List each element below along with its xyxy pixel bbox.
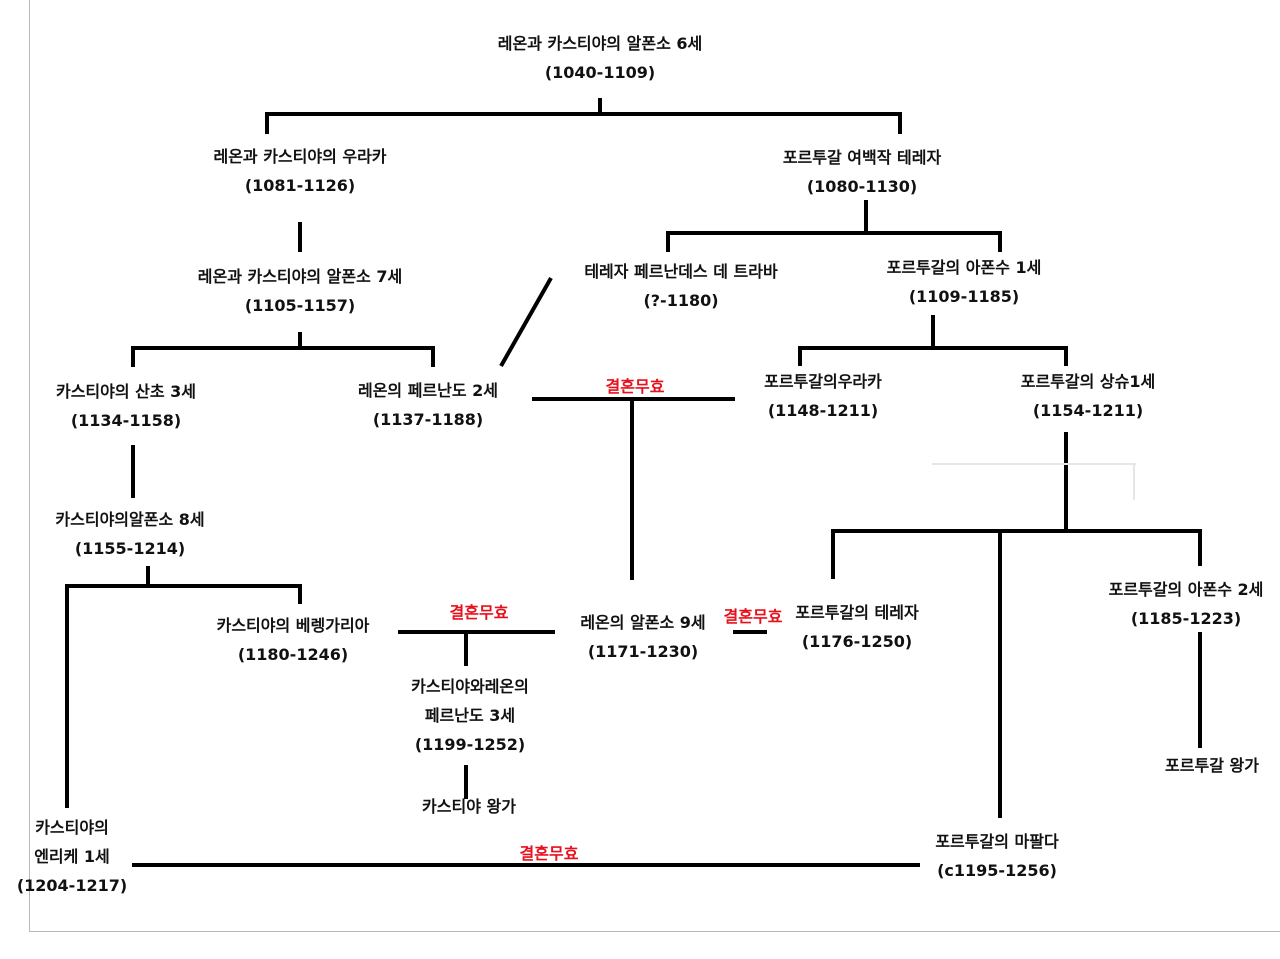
person-name-line-1: 카스티야와레온의 [411, 677, 529, 696]
person-alfonso-vii: 레온과 카스티야의 알폰소 7세 (1105-1157) [198, 262, 402, 320]
person-berenguela: 카스티야의 베렝가리아 (1180-1246) [217, 611, 370, 669]
person-name: 레온과 카스티야의 알폰소 7세 [197, 267, 403, 286]
person-urraca: 레온과 카스티야의 우라카 (1081-1126) [213, 142, 386, 200]
person-name: 포르투갈 여백작 테레자 [782, 148, 942, 167]
person-afonso-i: 포르투갈의 아폰수 1세 (1109-1185) [887, 253, 1042, 311]
person-mafalda: 포르투갈의 마팔다 (c1195-1256) [935, 827, 1058, 885]
person-name: 카스티야의알폰소 8세 [55, 510, 205, 529]
person-name: 레온의 페르난도 2세 [357, 381, 499, 400]
person-name: 포르투갈의 상슈1세 [1020, 372, 1156, 391]
person-years: (1185-1223) [1130, 609, 1242, 628]
person-name-line-2: 엔리케 1세 [34, 847, 110, 866]
person-name: 포르투갈의 테레자 [795, 603, 919, 622]
person-name: 포르투갈의우라카 [764, 372, 882, 391]
person-years: (1180-1246) [237, 645, 349, 664]
person-name: 포르투갈의 아폰수 1세 [886, 258, 1042, 277]
person-years: (1137-1188) [372, 410, 484, 429]
annulment-label: 결혼무효 [723, 607, 783, 626]
frame-bottom-border [29, 931, 1280, 932]
person-years: (?-1180) [643, 291, 719, 310]
person-fernando-ii: 레온의 페르난도 2세 (1137-1188) [358, 376, 498, 434]
person-years: (1155-1214) [74, 539, 186, 558]
person-enrique-i: 카스티야의 엔리케 1세 (1204-1217) [17, 813, 127, 900]
person-name: 테레자 페르난데스 데 트라바 [584, 262, 778, 281]
person-years: (1204-1217) [16, 876, 128, 895]
person-name-line-2: 페르난도 3세 [424, 706, 516, 725]
person-name: 레온의 알폰소 9세 [580, 613, 706, 632]
house-name: 카스티야 왕가 [422, 797, 516, 816]
house-of-portugal: 포르투갈 왕가 [1165, 751, 1259, 780]
person-fernando-iii: 카스티야와레온의 페르난도 3세 (1199-1252) [411, 672, 529, 759]
connector-line [499, 277, 553, 367]
person-name: 레온과 카스티야의 우라카 [213, 147, 387, 166]
person-teresa-portugal: 포르투갈의 테레자 (1176-1250) [795, 598, 918, 656]
person-years: (1105-1157) [244, 296, 356, 315]
person-alfonso-vi: 레온과 카스티야의 알폰소 6세 (1040-1109) [498, 29, 702, 87]
house-name: 포르투갈 왕가 [1165, 756, 1259, 775]
person-years: (1080-1130) [806, 177, 918, 196]
person-years: (1171-1230) [587, 642, 699, 661]
frame-left-border [29, 0, 30, 932]
person-years: (1081-1126) [244, 176, 356, 195]
person-years: (1154-1211) [1032, 401, 1144, 420]
annulment-label: 결혼무효 [449, 603, 509, 622]
person-teresa-countess: 포르투갈 여백작 테레자 (1080-1130) [783, 143, 941, 201]
person-years: (1040-1109) [544, 63, 656, 82]
person-name-line-1: 카스티야의 [35, 818, 109, 837]
person-name: 포르투갈의 아폰수 2세 [1108, 580, 1264, 599]
person-years: (1148-1211) [767, 401, 879, 420]
person-years: (c1195-1256) [937, 861, 1057, 880]
person-sancho-i: 포르투갈의 상슈1세 (1154-1211) [1021, 367, 1155, 425]
person-years: (1134-1158) [70, 411, 182, 430]
person-afonso-ii: 포르투갈의 아폰수 2세 (1185-1223) [1109, 575, 1264, 633]
person-years: (1176-1250) [801, 632, 913, 651]
annulment-label: 결혼무효 [519, 844, 579, 863]
person-name: 카스티야의 산초 3세 [55, 382, 197, 401]
person-years: (1109-1185) [908, 287, 1020, 306]
person-alfonso-ix: 레온의 알폰소 9세 (1171-1230) [580, 608, 705, 666]
person-name: 카스티야의 베렝가리아 [216, 616, 370, 635]
person-teresa-traba: 테레자 페르난데스 데 트라바 (?-1180) [584, 257, 777, 315]
house-of-castile: 카스티야 왕가 [422, 792, 516, 821]
person-alfonso-viii: 카스티야의알폰소 8세 (1155-1214) [55, 505, 204, 563]
person-name: 포르투갈의 마팔다 [935, 832, 1059, 851]
person-years: (1199-1252) [414, 735, 526, 754]
person-urraca-portugal: 포르투갈의우라카 (1148-1211) [764, 367, 882, 425]
person-name: 레온과 카스티야의 알폰소 6세 [497, 34, 703, 53]
annulment-label: 결혼무효 [605, 377, 665, 396]
person-sancho-iii: 카스티야의 산초 3세 (1134-1158) [56, 377, 196, 435]
